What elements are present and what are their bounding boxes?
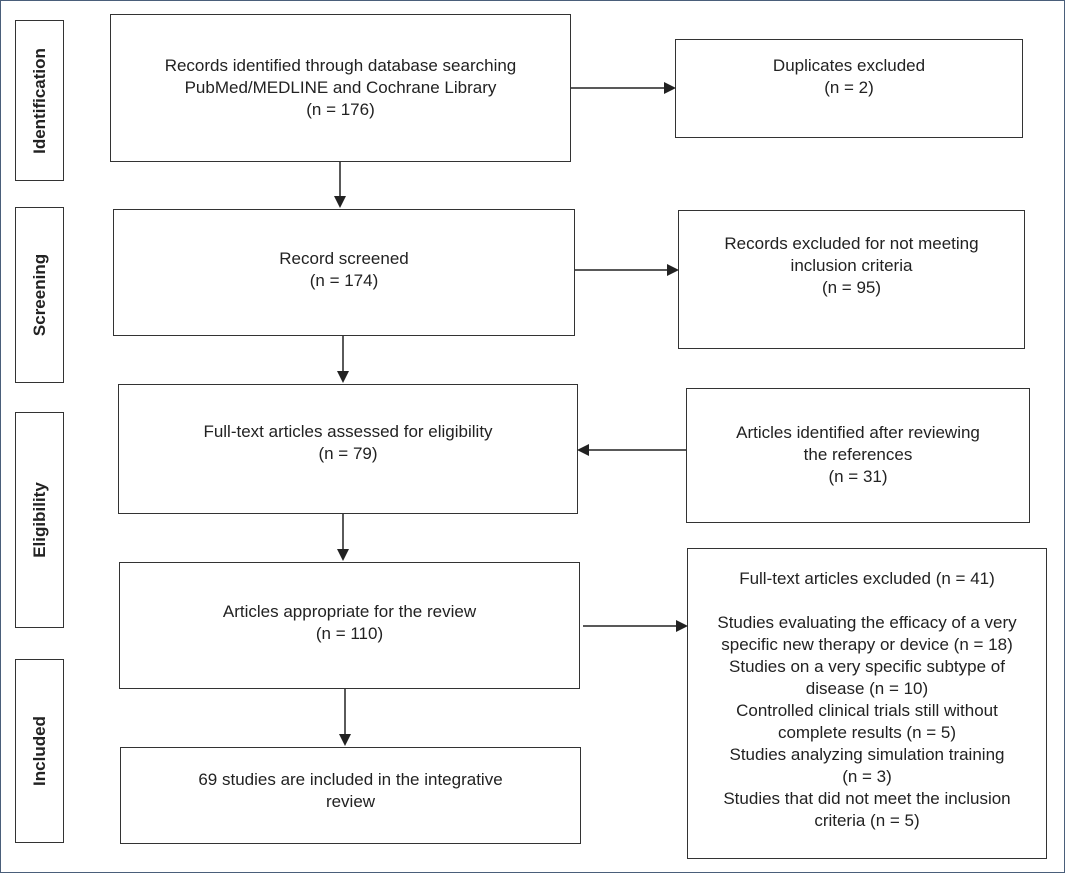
arrowhead-right (664, 82, 676, 94)
studies-included-line-1: 69 studies are included in the integrati… (198, 769, 503, 789)
exclusion-reason-line: disease (n = 10) (805, 679, 929, 698)
records-identified-line-1: Records identified through database sear… (164, 56, 517, 75)
fulltext-assessed-label: Full-text articles assessed for eligibil… (203, 422, 493, 441)
arrowhead-down (337, 549, 349, 561)
record-screened-label: Record screened (279, 248, 409, 268)
articles-appropriate-label: Articles appropriate for the review (222, 601, 477, 621)
record-screened-box: Record screened (n = 174) (113, 209, 575, 336)
exclusion-reason-line: specific new therapy or device (n = 18) (721, 635, 1013, 654)
exclusion-reason-line: Studies evaluating the efficacy of a ver… (717, 613, 1017, 632)
arrowhead-down (337, 371, 349, 383)
records-excluded-line-1: Records excluded for not meeting (724, 233, 979, 253)
records-identified-count: (n = 176) (306, 100, 375, 119)
studies-included-box: 69 studies are included in the integrati… (120, 747, 581, 844)
duplicates-excluded-count: (n = 2) (824, 77, 874, 97)
arrowhead-right (667, 264, 679, 276)
studies-included-line-2: review (325, 791, 376, 811)
articles-identified-references-line-2: the references (803, 444, 913, 464)
stage-eligibility: Eligibility (15, 412, 64, 628)
stage-included: Included (15, 659, 64, 843)
arrowhead-left (577, 444, 589, 456)
articles-appropriate-count: (n = 110) (315, 623, 384, 643)
arrowhead-down (334, 196, 346, 208)
articles-identified-references-count: (n = 31) (828, 466, 888, 486)
articles-identified-references-line-1: Articles identified after reviewing (736, 422, 980, 442)
articles-identified-references-box: Articles identified after reviewing the … (686, 388, 1030, 523)
exclusion-reason-line: Controlled clinical trials still without (736, 701, 998, 720)
exclusion-reason-line: Studies analyzing simulation training (729, 745, 1005, 764)
duplicates-excluded-label: Duplicates excluded (772, 55, 926, 75)
arrowhead-right (676, 620, 688, 632)
exclusion-reason-line: (n = 3) (842, 767, 892, 786)
exclusion-reason-line: criteria (n = 5) (814, 811, 920, 830)
fulltext-assessed-box: Full-text articles assessed for eligibil… (118, 384, 578, 514)
records-excluded-count: (n = 95) (821, 277, 882, 297)
articles-appropriate-box: Articles appropriate for the review (n =… (119, 562, 580, 689)
exclusion-reason-line: Studies on a very specific subtype of (729, 657, 1005, 676)
records-excluded-line-2: inclusion criteria (790, 255, 913, 275)
stage-identification: Identification (15, 20, 64, 181)
records-identified-box: Records identified through database sear… (110, 14, 571, 162)
arrowhead-down (339, 734, 351, 746)
record-screened-count: (n = 174) (309, 270, 379, 290)
fulltext-excluded-heading: Full-text articles excluded (n = 41) (739, 569, 995, 588)
records-identified-line-2: PubMed/MEDLINE and Cochrane Library (184, 78, 497, 97)
fulltext-excluded-box: Full-text articles excluded (n = 41) Stu… (687, 548, 1047, 859)
stage-screening: Screening (15, 207, 64, 383)
exclusion-reason-line: complete results (n = 5) (777, 723, 957, 742)
records-excluded-box: Records excluded for not meeting inclusi… (678, 210, 1025, 349)
exclusion-reason-line: Studies that did not meet the inclusion (723, 789, 1011, 808)
fulltext-assessed-count: (n = 79) (318, 444, 378, 463)
duplicates-excluded-box: Duplicates excluded (n = 2) (675, 39, 1023, 138)
